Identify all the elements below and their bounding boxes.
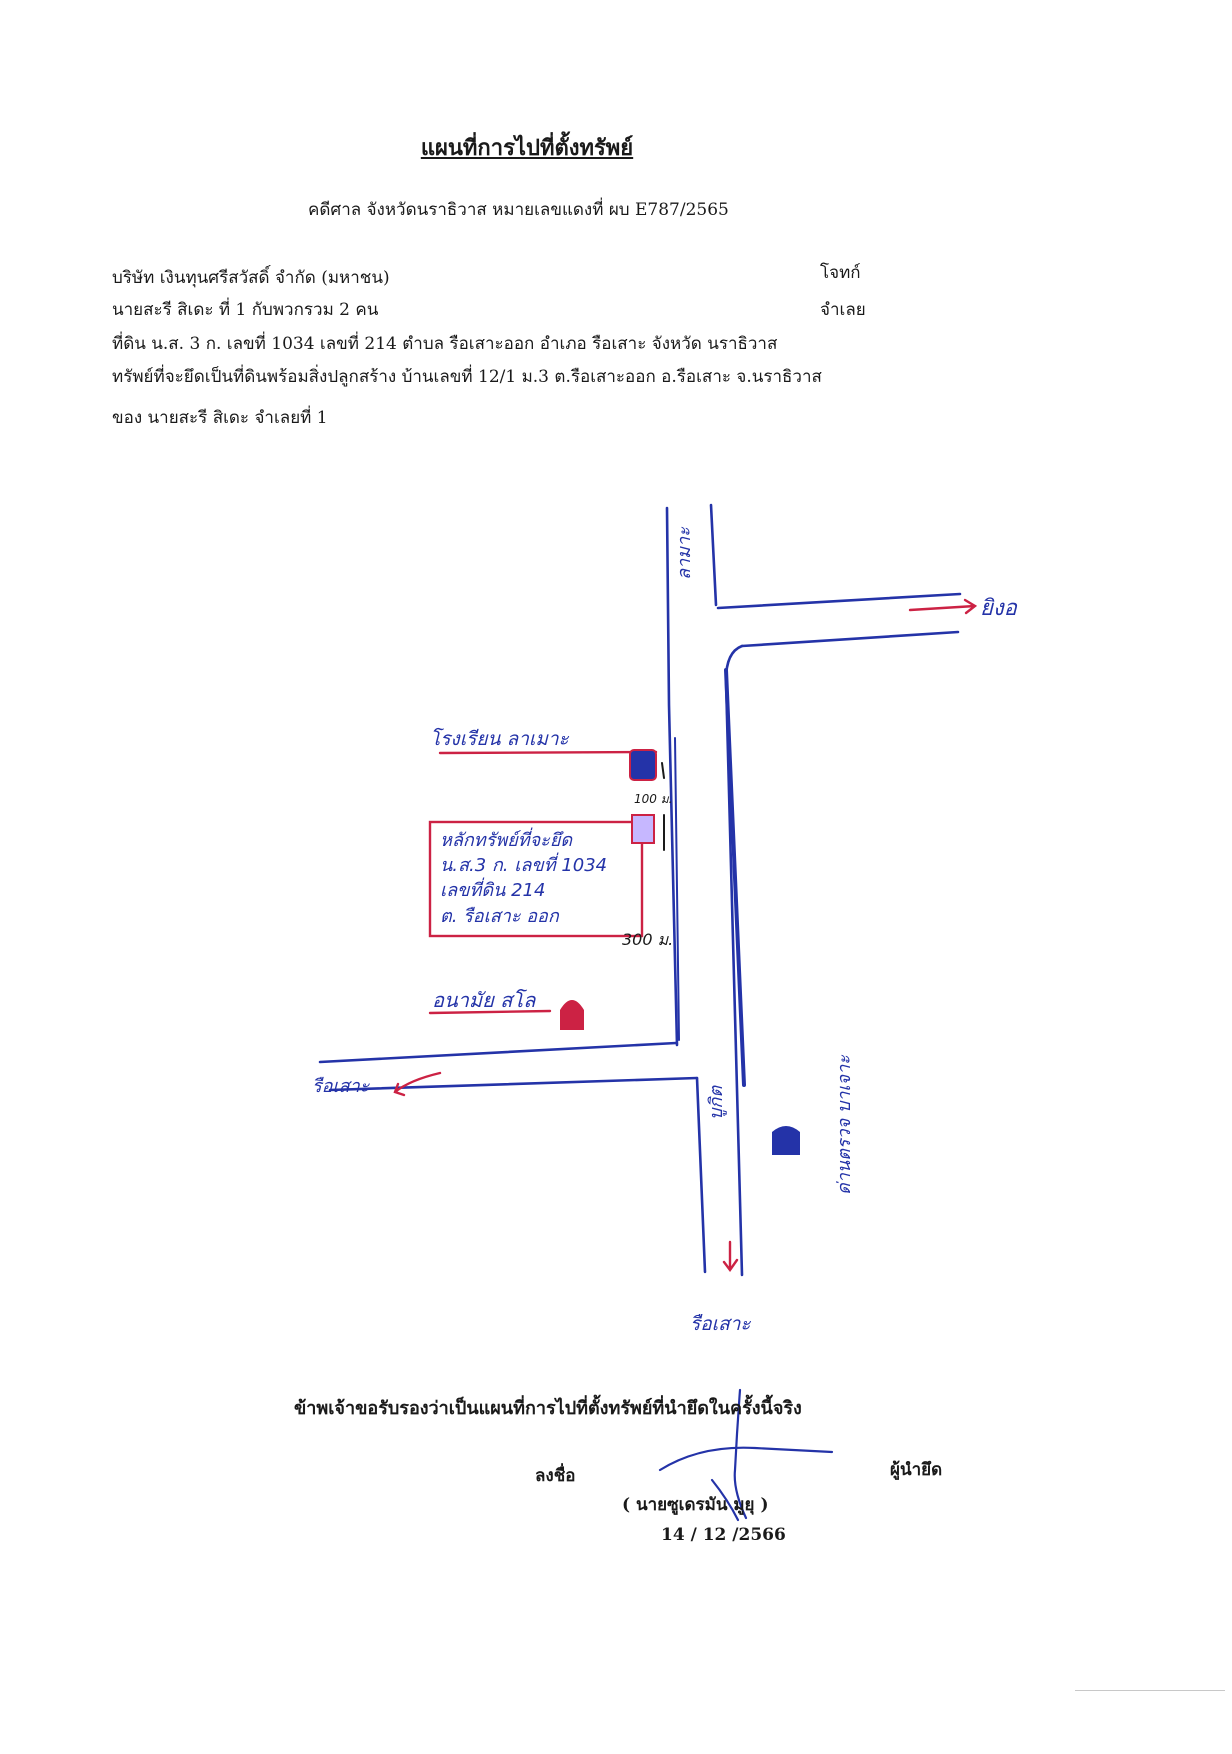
road-branch-top-edge: [716, 592, 962, 610]
distance-large: 300 ม.: [622, 930, 673, 949]
road-branch-lower-edge: [740, 630, 960, 648]
property-box: [428, 820, 644, 938]
map-labels: ลามาะ ยิงอ โรงเรียน ลาเมาะ 100 ม. หลักทร…: [312, 526, 1018, 1335]
signer-name: ( นายซูเดรมัน มูยุ ): [622, 1495, 769, 1515]
road-vertical-label: บูกิต: [706, 1085, 727, 1120]
property-line3: เลขที่ดิน 214: [440, 877, 545, 901]
left-arrow-label: รือเสาะ: [312, 1076, 371, 1097]
defendant: นายสะรี สิเดะ ที่ 1 กับพวกรวม 2 คน: [112, 300, 379, 320]
property-line4: ต. รือเสาะ ออก: [440, 906, 560, 927]
right-vertical-label: ด่านตรวจ บาเจาะ: [834, 1054, 855, 1195]
road-lower-left-edge: [695, 1076, 707, 1274]
distance-line-vertical: [674, 737, 680, 1041]
road-cross-bottom-edge: [328, 1076, 699, 1092]
arrow-right-label: ยิงอ: [980, 596, 1018, 621]
road-cross-top-edge: [318, 1041, 678, 1064]
mosque-underline: [428, 1009, 552, 1015]
arrow-right-mark: [908, 598, 978, 615]
school-marker: [629, 749, 657, 781]
road-thick-centre: [724, 668, 746, 1087]
plaintiff: บริษัท เงินทุนศรีสวัสดิ์ จำกัด (มหาชน): [112, 268, 390, 288]
arrow-left-mark: [393, 1071, 442, 1097]
mosque-label: อนามัย สโล: [432, 988, 537, 1012]
sign-label: ลงชื่อ: [535, 1466, 576, 1486]
road-top-label: ลามาะ: [674, 526, 695, 580]
road-lines: [318, 503, 962, 1277]
certify-text: ข้าพเจ้าขอรับรองว่าเป็นแผนที่การไปที่ตั้…: [294, 1398, 802, 1419]
property-line: ทรัพย์ที่จะยึดเป็นที่ดินพร้อมสิ่งปลูกสร้…: [112, 367, 822, 387]
bottom-arrow-label: รือเสาะ: [690, 1313, 751, 1335]
signature-stroke-2: [733, 1388, 748, 1520]
signer-role: ผู้นำยึด: [890, 1460, 943, 1480]
red-marks: [393, 598, 978, 1273]
property-line1: หลักทรัพย์ที่จะยึด: [440, 827, 573, 851]
case-line: คดีศาล จังหวัดนราธิวาส หมายเลขแดงที่ ผบ …: [308, 200, 729, 220]
signature-stroke-3: [710, 1478, 740, 1522]
checkpoint-marker: [772, 1126, 800, 1155]
distance-tick-small: [661, 762, 665, 851]
property-line2: น.ส.3 ก. เลขที่ 1034: [440, 852, 607, 876]
plaintiff-role: โจทก์: [820, 263, 861, 283]
defendant-role: จำเลย: [820, 300, 866, 320]
landmark-markers: [560, 749, 800, 1155]
school-label: โรงเรียน ลาเมาะ: [430, 727, 570, 750]
signature-stroke-1: [658, 1446, 834, 1472]
road-upper-left-edge: [665, 506, 679, 1047]
distance-small: 100 ม.: [634, 792, 672, 806]
scan-edge-line: [1075, 1690, 1225, 1691]
owner-line: ของ นายสะรี สิเดะ จำเลยที่ 1: [112, 408, 328, 428]
land-line: ที่ดิน น.ส. 3 ก. เลขที่ 1034 เลขที่ 214 …: [112, 334, 778, 354]
signature: [658, 1388, 834, 1522]
page-title: แผนที่การไปที่ตั้งทรัพย์: [420, 135, 634, 161]
school-underline: [438, 750, 658, 755]
arrow-down-mark: [722, 1240, 739, 1273]
sign-date: 14 / 12 /2566: [661, 1525, 786, 1545]
mosque-marker: [560, 1000, 584, 1030]
property-marker: [631, 814, 655, 844]
road-upper-right-edge: [709, 503, 718, 607]
